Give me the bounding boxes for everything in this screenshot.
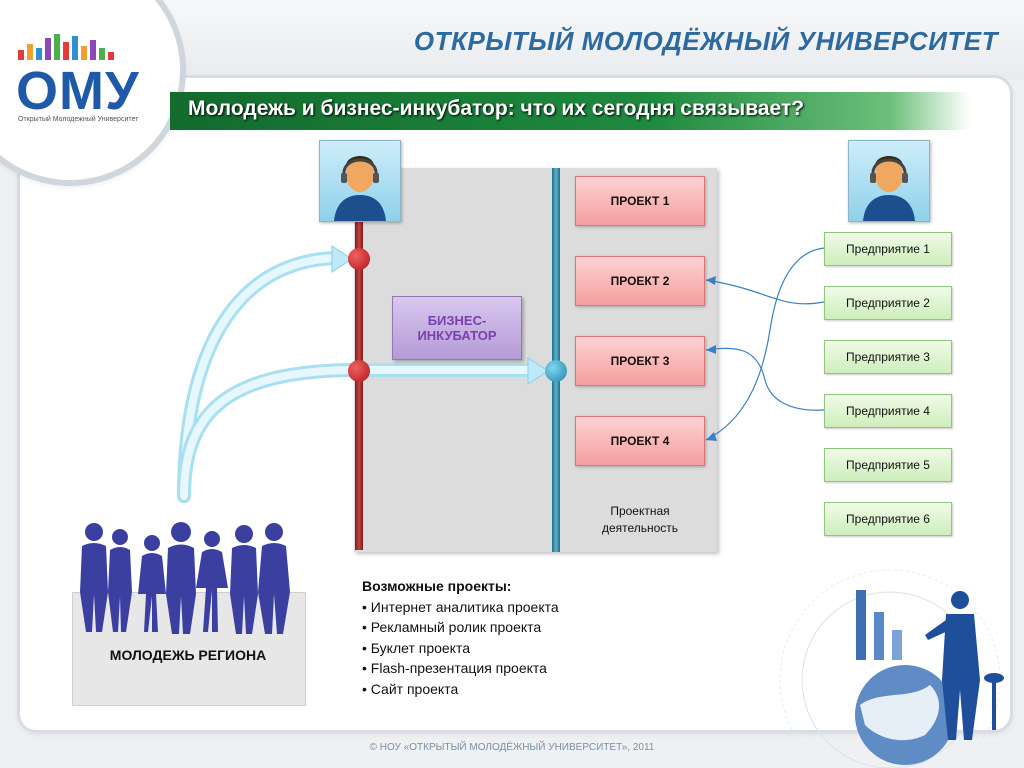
youth-node-bottom — [348, 360, 370, 382]
enterprise-box-5: Предприятие 5 — [824, 448, 952, 482]
project-node — [545, 360, 567, 382]
project-caption-line2: деятельность — [601, 521, 679, 535]
enterprise-box-4: Предприятие 4 — [824, 394, 952, 428]
logo-bars-icon — [18, 34, 114, 60]
enterprise-box-2: Предприятие 2 — [824, 286, 952, 320]
list-item: • Flash-презентация проекта — [362, 660, 547, 676]
slide-title: Молодежь и бизнес-инкубатор: что их сего… — [188, 97, 805, 120]
list-item: • Буклет проекта — [362, 639, 471, 656]
project-box-1: ПРОЕКТ 1 — [575, 176, 705, 226]
footer-copyright: © НОУ «ОТКРЫТЫЙ МОЛОДЁЖНЫЙ УНИВЕРСИТЕТ»,… — [369, 742, 655, 753]
university-title: ОТКРЫТЫЙ МОЛОДЁЖНЫЙ УНИВЕРСИТЕТ — [413, 26, 998, 56]
slide-title-bar — [170, 92, 970, 130]
list-item: • Сайт проекта — [362, 680, 459, 697]
project-box-3: ПРОЕКТ 3 — [575, 336, 705, 386]
enterprise-box-1: Предприятие 1 — [824, 232, 952, 266]
project-box-4: ПРОЕКТ 4 — [575, 416, 705, 466]
logo-subtitle: Открытый Молодежный Университет — [18, 116, 139, 123]
logo-text: ОМУ — [16, 61, 140, 121]
project-caption-line1: Проектная — [610, 504, 670, 518]
headset-operator-icon — [848, 140, 930, 222]
enterprise-box-3: Предприятие 3 — [824, 340, 952, 374]
enterprise-box-6: Предприятие 6 — [824, 502, 952, 536]
project-box-2: ПРОЕКТ 2 — [575, 256, 705, 306]
possible-projects-title: Возможные проекты: — [362, 578, 512, 594]
list-item: • Рекламный ролик проекта — [362, 619, 542, 635]
headset-operator-icon — [319, 140, 401, 222]
youth-flow-line — [355, 220, 363, 550]
possible-projects-list: Возможные проекты: • Интернет аналитика … — [362, 576, 559, 699]
business-incubator-box: БИЗНЕС-ИНКУБАТОР — [392, 296, 522, 360]
youth-label: МОЛОДЕЖЬ РЕГИОНА — [109, 647, 267, 663]
list-item: • Интернет аналитика проекта — [362, 598, 559, 615]
youth-node-top — [348, 248, 370, 270]
project-caption: Проектная деятельность — [575, 503, 705, 537]
